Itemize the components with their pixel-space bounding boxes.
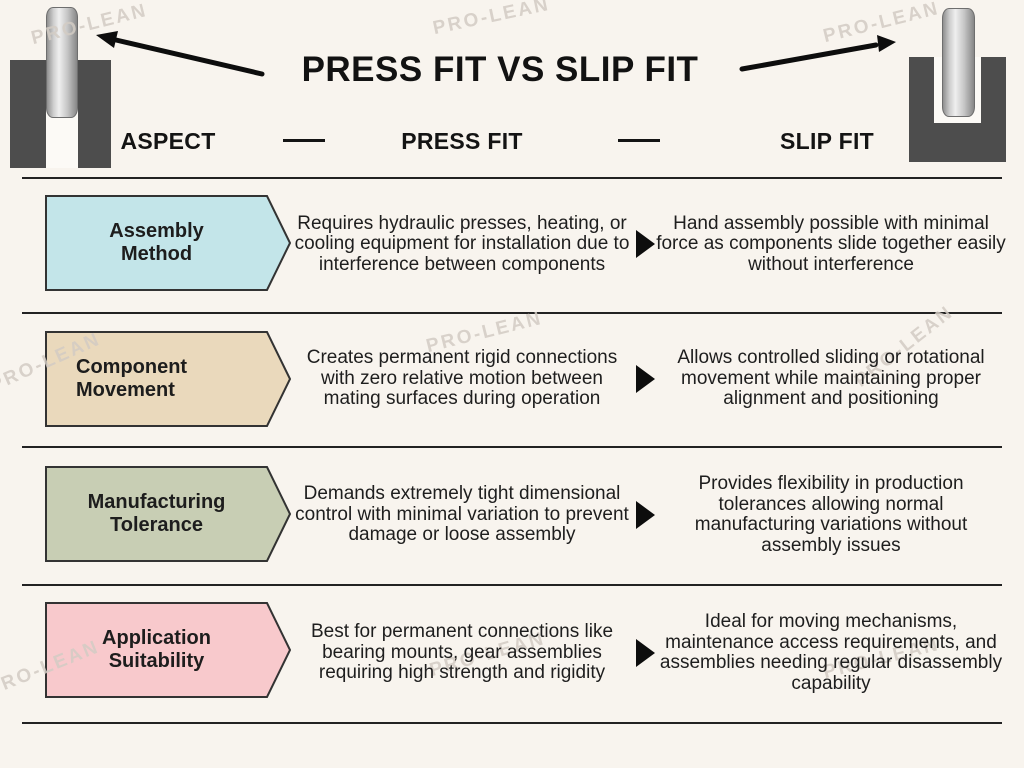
aspect-label: Component Movement	[46, 331, 267, 427]
press-fit-cell: Demands extremely tight dimensional cont…	[295, 483, 629, 546]
slip-fit-illustration	[909, 8, 1006, 162]
slip-fit-cell: Hand assembly possible with minimal forc…	[656, 212, 1006, 275]
aspect-chevron-component-movement	[45, 331, 291, 427]
slip-fit-cell: Allows controlled sliding or rotational …	[677, 347, 985, 410]
aspect-label: Manufacturing Tolerance	[46, 466, 267, 562]
aspect-label-text: Component Movement	[76, 356, 188, 401]
column-header-aspect: ASPECT	[120, 128, 216, 154]
separator-line	[22, 446, 1002, 448]
aspect-chevron-assembly-method	[45, 195, 291, 291]
watermark: PRO-LEAN	[821, 0, 942, 48]
header-divider-dash	[283, 139, 325, 142]
column-header-slip-fit: SLIP FIT	[780, 128, 874, 154]
triangle-right-icon	[636, 365, 655, 393]
separator-line	[22, 312, 1002, 314]
aspect-label-text: Assembly Method	[109, 220, 204, 265]
triangle-right-icon	[636, 230, 655, 258]
triangle-right-icon	[636, 639, 655, 667]
aspect-chevron-application-suitability	[45, 602, 291, 698]
aspect-chevron-manufacturing-tolerance	[45, 466, 291, 562]
aspect-label: Assembly Method	[46, 195, 267, 291]
slip-fit-cell: Ideal for moving mechanisms, maintenance…	[659, 611, 1003, 694]
slip-fit-pin	[942, 8, 975, 117]
column-header-press-fit: PRESS FIT	[401, 128, 523, 154]
press-fit-cell: Best for permanent connections like bear…	[310, 621, 614, 684]
triangle-right-icon	[636, 501, 655, 529]
watermark: PRO-LEAN	[431, 0, 553, 40]
separator-line	[22, 584, 1002, 586]
press-fit-cell: Creates permanent rigid connections with…	[306, 347, 618, 410]
aspect-label-text: Manufacturing Tolerance	[87, 491, 226, 536]
press-fit-cell: Requires hydraulic presses, heating, or …	[294, 212, 630, 275]
aspect-label-text: Application Suitability	[102, 627, 211, 672]
header-divider-dash	[618, 139, 660, 142]
aspect-label: Application Suitability	[46, 602, 267, 698]
page-title: PRESS FIT VS SLIP FIT	[301, 50, 699, 89]
press-fit-illustration	[10, 7, 111, 168]
separator-line	[22, 722, 1002, 724]
slip-fit-cell: Provides flexibility in production toler…	[694, 473, 968, 556]
press-fit-pin	[46, 7, 78, 118]
separator-line	[22, 177, 1002, 179]
